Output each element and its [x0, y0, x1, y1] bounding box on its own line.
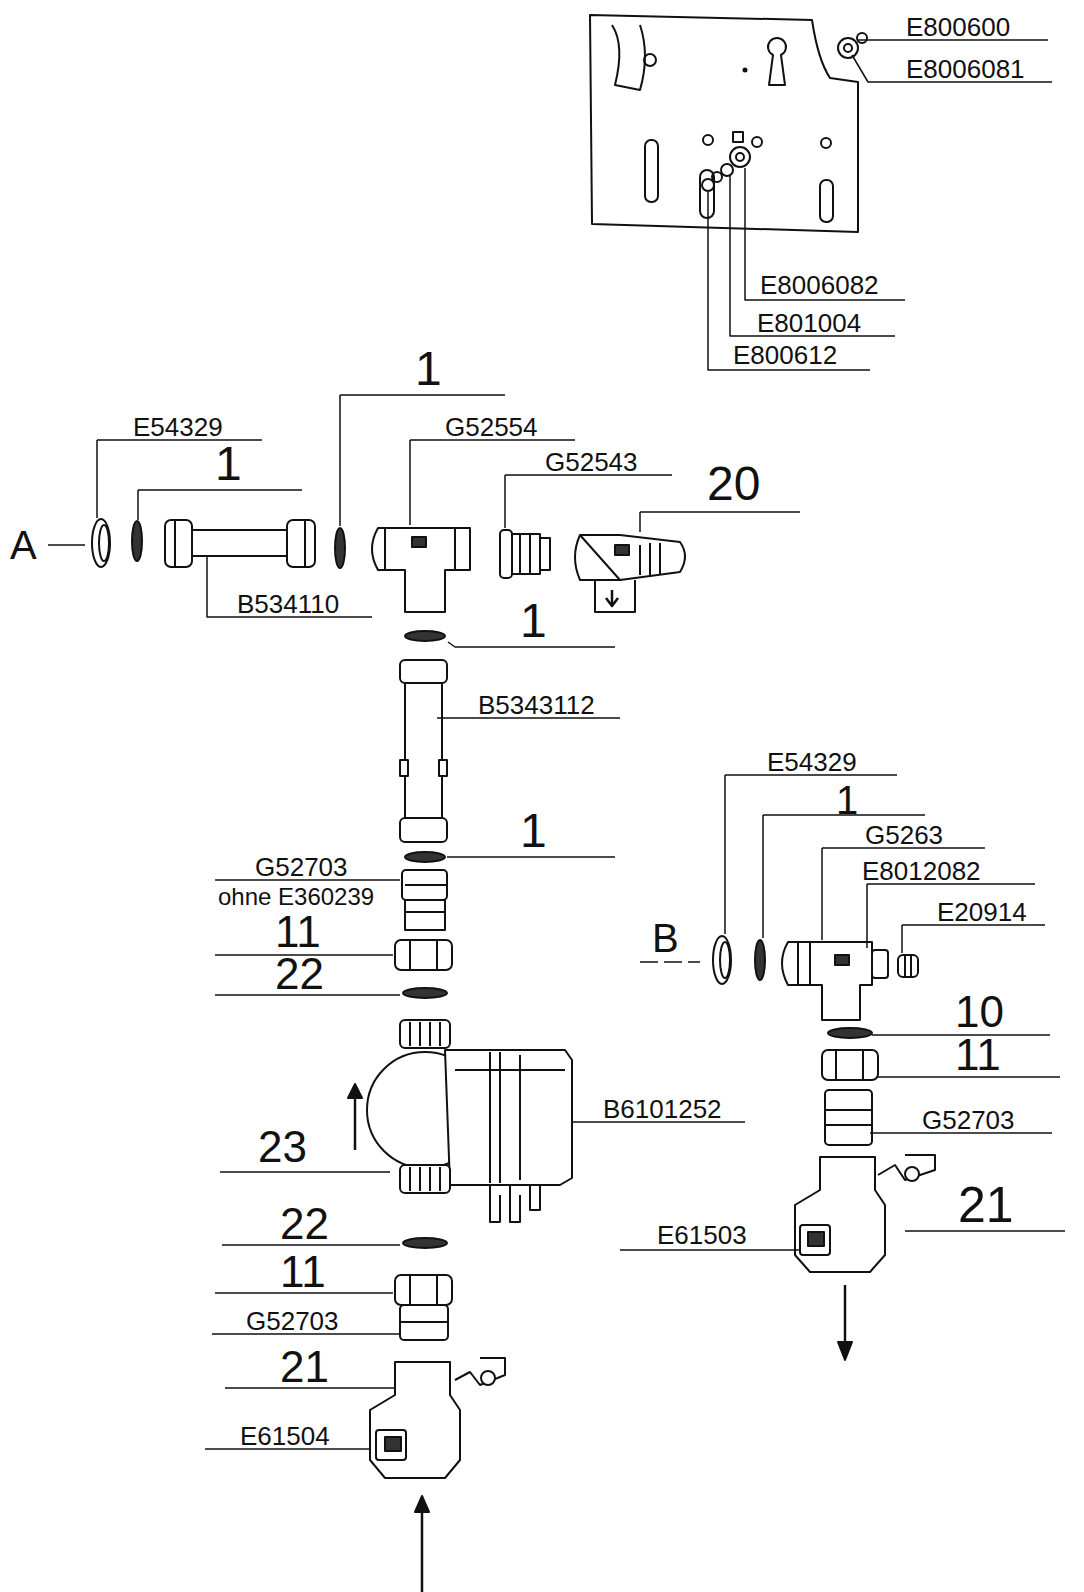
callout-number: 21 — [280, 1345, 329, 1389]
callout-number: 11 — [275, 910, 321, 954]
part-number: E8012082 — [862, 858, 981, 884]
part-number: G52703 — [255, 854, 348, 880]
pipe-assembly-a — [48, 395, 800, 617]
part-number: E8006081 — [906, 56, 1025, 82]
callout-number: 11 — [955, 1033, 1001, 1077]
part-number: E54329 — [133, 414, 223, 440]
callout-number: 23 — [258, 1125, 307, 1169]
part-number: E8006082 — [760, 272, 879, 298]
callout-number: 22 — [280, 1202, 329, 1246]
part-number: G52703 — [246, 1308, 339, 1334]
callout-number: 1 — [520, 807, 547, 855]
mounting-bracket — [590, 15, 1052, 370]
part-number: B5343112 — [478, 692, 595, 718]
part-number: E800600 — [906, 14, 1010, 40]
part-number: B534110 — [237, 591, 339, 617]
callout-number: 11 — [280, 1250, 326, 1294]
callout-number: B — [652, 918, 679, 958]
part-number: G52703 — [922, 1107, 1015, 1133]
part-number: B6101252 — [603, 1096, 722, 1122]
part-number: E61504 — [240, 1423, 330, 1449]
callout-number: 21 — [958, 1180, 1014, 1230]
part-number: E61503 — [657, 1222, 747, 1248]
callout-number: 1 — [415, 345, 442, 393]
pump-column — [205, 631, 745, 1592]
part-number: G52543 — [545, 449, 638, 475]
callout-number: 22 — [275, 952, 324, 996]
return-assembly-b — [620, 775, 1065, 1360]
part-number: E20914 — [937, 899, 1027, 925]
callout-number: 1 — [836, 780, 858, 820]
part-number: G52554 — [445, 414, 538, 440]
callout-number: A — [10, 525, 37, 565]
part-number: ohne E360239 — [218, 885, 374, 909]
callout-number: 1 — [215, 440, 242, 488]
part-number: E54329 — [767, 749, 857, 775]
part-number: G5263 — [865, 822, 943, 848]
callout-number: 10 — [955, 990, 1004, 1034]
callout-number: 1 — [520, 597, 547, 645]
part-number: E801004 — [757, 310, 861, 336]
callout-number: 20 — [707, 460, 760, 508]
part-number: E800612 — [733, 342, 837, 368]
